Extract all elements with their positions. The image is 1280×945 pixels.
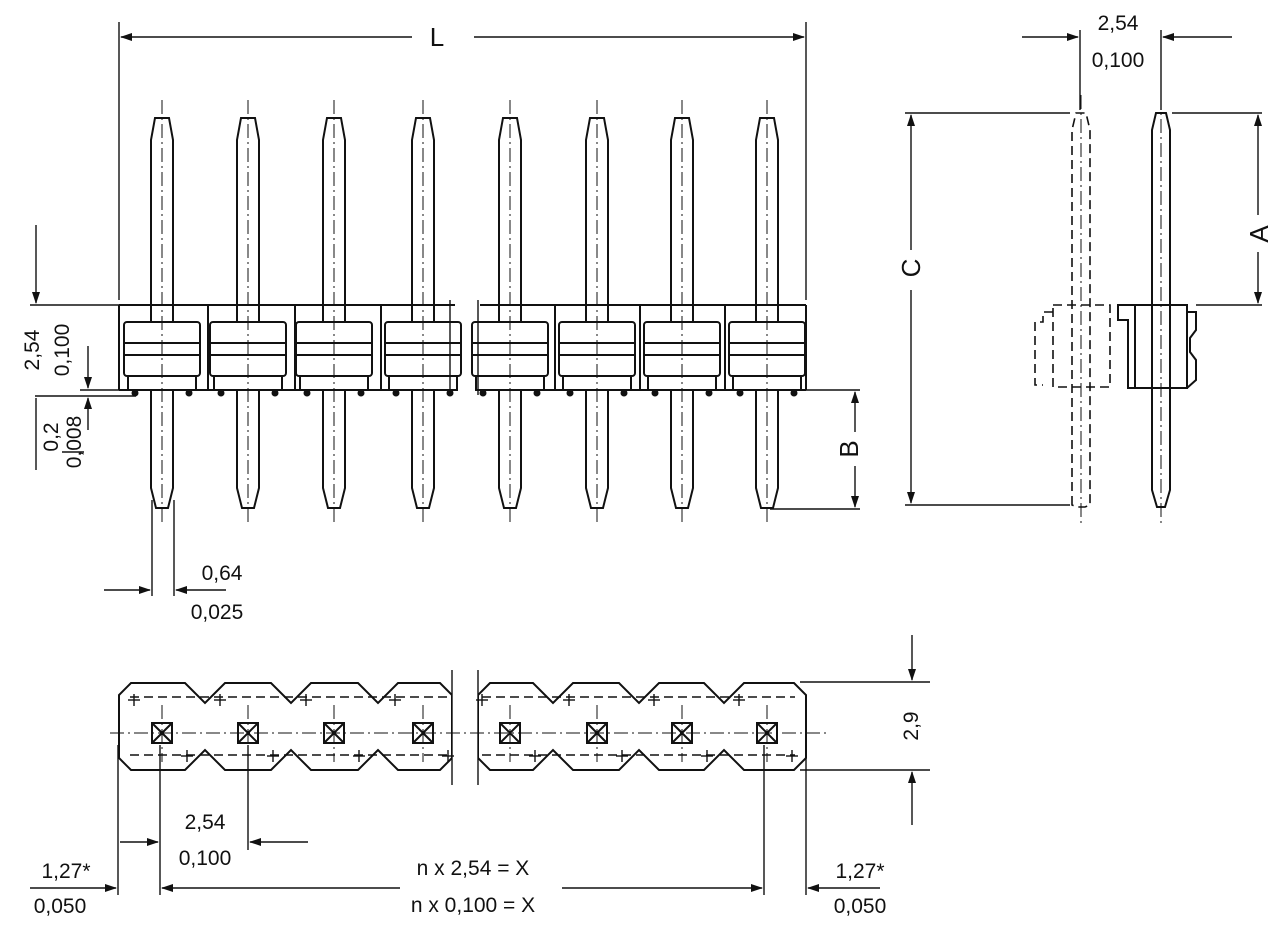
- label-side-pitch-in: 0,100: [1092, 49, 1145, 72]
- front-standoff-dot: [705, 389, 713, 397]
- label-total-in: n x 0,100 = X: [411, 894, 535, 917]
- front-standoff-dot: [271, 389, 279, 397]
- dimension-side-pitch: 2,54 0,100: [1022, 12, 1232, 110]
- front-cell-foot: [562, 375, 632, 391]
- label-total-mm: n x 2,54 = X: [417, 857, 530, 880]
- front-standoff-dot: [392, 389, 400, 397]
- bottom-pins: [128, 694, 798, 762]
- front-standoff-dot: [446, 389, 454, 397]
- label-edge-left-in: 0,050: [34, 895, 87, 918]
- front-cell-foot: [388, 375, 458, 391]
- dimension-A: A: [1172, 112, 1274, 306]
- dimension-L: L: [118, 22, 807, 300]
- label-body-height-in: 0,100: [51, 324, 74, 377]
- front-cell-foot: [647, 375, 717, 391]
- label-pin-width-mm: 0,64: [202, 562, 243, 585]
- label-B: B: [834, 440, 864, 457]
- dimension-edge-left: 1,27* 0,050: [30, 745, 119, 918]
- label-edge-right-mm: 1,27*: [835, 860, 884, 883]
- dimension-edge-right: 1,27* 0,050: [805, 745, 887, 918]
- label-standoff-in: 0,008: [63, 416, 86, 469]
- bottom-body-left: [118, 682, 453, 771]
- front-standoff-dot: [185, 389, 193, 397]
- front-cell-foot: [475, 375, 545, 391]
- front-standoff-dot: [533, 389, 541, 397]
- dimension-pin-width: 0,64 0,025: [104, 500, 243, 624]
- label-edge-left-mm: 1,27*: [41, 860, 90, 883]
- dimension-standoff: 0,2 0,008: [35, 395, 136, 470]
- bottom-body-gap: [452, 670, 478, 785]
- dimension-total: n x 2,54 = X n x 0,100 = X: [161, 745, 765, 917]
- front-body: [118, 300, 807, 397]
- side-view: 2,54 0,100 C: [896, 12, 1274, 525]
- dimension-width: 2,9: [800, 635, 930, 825]
- front-cell-foot: [127, 375, 197, 391]
- front-standoff-dot: [217, 389, 225, 397]
- front-standoff-dot: [357, 389, 365, 397]
- front-cell-foot: [732, 375, 802, 391]
- label-pin-width-in: 0,025: [191, 601, 244, 624]
- side-visible-pin: [1117, 95, 1197, 525]
- front-cell-foot: [299, 375, 369, 391]
- front-standoff-dot: [790, 389, 798, 397]
- label-side-pitch-mm: 2,54: [1098, 12, 1139, 35]
- dimension-C: C: [896, 112, 1070, 506]
- front-standoff-dot: [651, 389, 659, 397]
- front-view: L 2,54 0,100 0,2 0,008: [21, 22, 864, 624]
- bottom-body: [110, 670, 830, 785]
- front-pins: [150, 100, 779, 525]
- front-standoff-dot: [620, 389, 628, 397]
- bottom-view: 2,9 2,54 0,100 1,27* 0,050 n x 2,54 = X …: [30, 635, 930, 918]
- front-standoff-dot: [566, 389, 574, 397]
- label-bottom-pitch-in: 0,100: [179, 847, 232, 870]
- bottom-body-right: [477, 682, 807, 771]
- front-cell-foot: [213, 375, 283, 391]
- front-standoff-dot: [736, 389, 744, 397]
- label-body-height-mm: 2,54: [21, 329, 44, 370]
- dimension-B: B: [770, 389, 864, 510]
- label-A: A: [1244, 225, 1274, 243]
- dimension-body-height: 2,54 0,100: [21, 225, 119, 391]
- label-C: C: [896, 259, 926, 278]
- dimension-bottom-pitch: 2,54 0,100: [120, 745, 308, 895]
- label-standoff-mm: 0,2: [40, 422, 63, 451]
- label-bottom-pitch-mm: 2,54: [185, 811, 226, 834]
- front-standoff-dot: [303, 389, 311, 397]
- side-hidden-pin: [1034, 95, 1111, 525]
- front-standoff-dot: [479, 389, 487, 397]
- label-L: L: [430, 22, 444, 52]
- label-width-mm: 2,9: [900, 711, 923, 740]
- label-edge-right-in: 0,050: [834, 895, 887, 918]
- front-standoff-dot: [131, 389, 139, 397]
